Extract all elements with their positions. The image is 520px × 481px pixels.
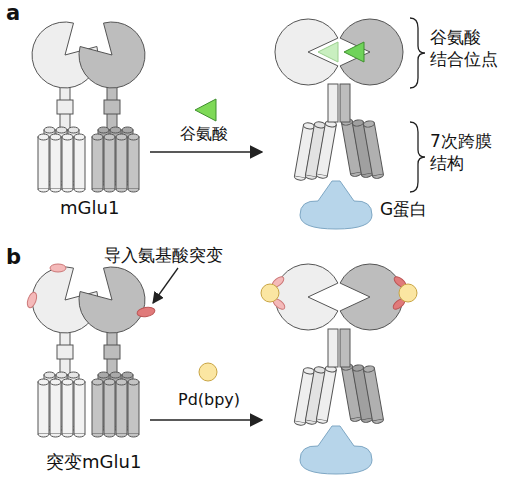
receptor-label: mGlu1 [60,196,119,219]
illustration-part [50,379,61,437]
panel-label: a [6,0,20,27]
panel-label: b [6,244,21,271]
illustration-part [104,134,115,192]
illustration-part [275,19,338,85]
illustration-part [38,379,49,437]
ligand-label: 谷氨酸 [180,124,228,145]
illustration-part [57,345,73,359]
active-receptor [275,19,403,229]
illustration-part [116,379,127,437]
illustration-part [50,264,66,272]
illustration-part [26,291,39,309]
illustration-part [92,379,103,437]
illustration-part [340,264,403,330]
illustration-part [74,134,85,192]
mutant-receptor [26,264,156,437]
receptor-label: 突变mGlu1 [46,450,141,473]
g-protein [300,181,372,229]
callout-arrow [153,268,178,303]
illustration-part [79,22,145,88]
glutamate-symbol [195,99,216,121]
bracket [410,122,425,192]
inactive-receptor [32,22,145,192]
illustration-part [92,134,103,192]
bound-glutamate [318,42,338,62]
pd-complex-symbol [199,363,217,381]
bracket-label: 7次跨膜 结构 [430,130,506,174]
illustration-part [62,379,73,437]
illustration-part [399,284,417,302]
illustration-part [104,379,115,437]
illustration-part [275,264,338,330]
illustration-part [74,379,85,437]
illustration-part [104,100,120,114]
illustration-part [340,329,350,367]
callout-label: 导入氨基酸突变 [104,244,223,266]
illustration-part [340,84,350,122]
illustration-part [116,134,127,192]
reaction-arrow [150,151,262,153]
illustration-part [128,379,139,437]
illustration-part [38,134,49,192]
illustration-part [328,84,338,122]
bracket-label: 谷氨酸 结合位点 [430,26,506,70]
illustration-part [57,100,73,114]
illustration-part [328,329,338,367]
protein-label: G蛋白 [380,198,427,220]
reagent-label: Pd(bpy) [178,390,240,411]
illustration-part [79,267,145,333]
illustration-part [316,120,337,179]
illustration-part [316,365,337,424]
illustration-part [363,120,384,179]
illustration-part [62,134,73,192]
reaction-arrow [150,419,262,421]
illustration-part [50,134,61,192]
mutant-active-receptor [261,264,417,474]
illustration-part [104,345,120,359]
illustration-part [261,284,279,302]
bound-glutamate [344,42,364,62]
bracket [410,18,425,88]
illustration-part [340,19,403,85]
g-protein [300,426,372,474]
illustration-part [363,365,384,424]
illustration-part [136,306,155,318]
illustration-part [128,134,139,192]
